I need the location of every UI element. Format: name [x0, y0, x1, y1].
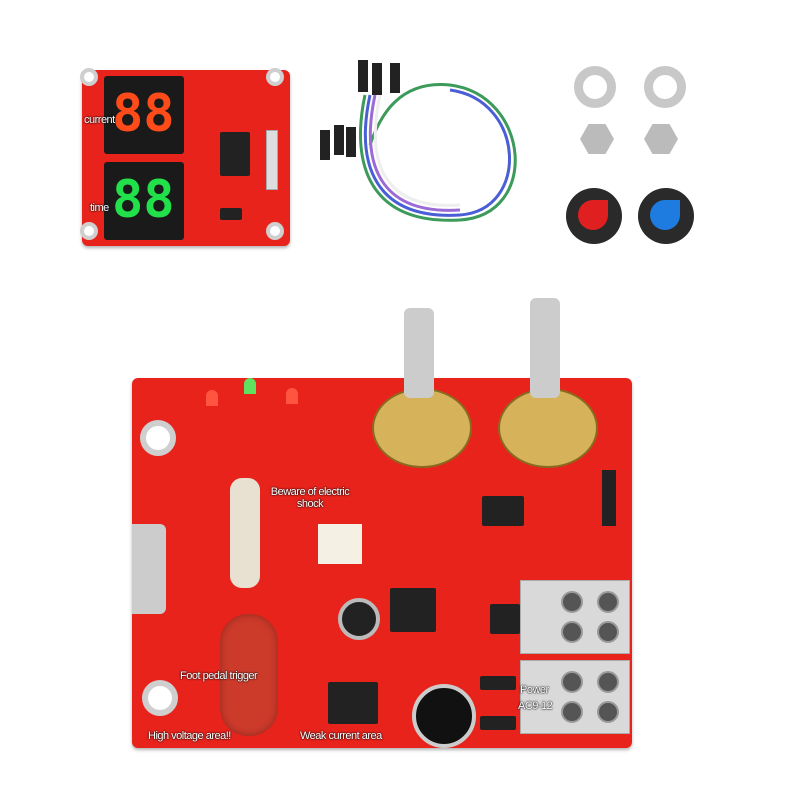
mounting-hole	[140, 420, 176, 456]
mounting-hole	[142, 680, 178, 716]
foot-pedal-label: Foot pedal trigger	[180, 670, 258, 682]
ic-chip	[482, 496, 524, 526]
led-red	[286, 388, 298, 404]
main-board: Beware of electric shock Foot pedal trig…	[132, 298, 632, 748]
potentiometer-time	[498, 388, 598, 468]
capacitor	[412, 684, 476, 748]
transistor	[490, 604, 520, 634]
display-board: 88 88 current time	[80, 68, 290, 246]
heatsink	[132, 524, 166, 614]
washer	[644, 66, 686, 108]
resistor	[230, 478, 260, 588]
diode	[480, 716, 516, 730]
ic-chip	[220, 132, 250, 176]
pin-header[interactable]	[602, 470, 616, 526]
pot-shaft	[404, 308, 434, 398]
pot-shaft	[530, 298, 560, 398]
optocoupler	[318, 524, 362, 564]
led-green	[244, 378, 256, 394]
time-label: time	[90, 202, 109, 214]
diode	[480, 676, 516, 690]
current-label: current	[84, 114, 115, 126]
time-display: 88	[104, 162, 184, 240]
ic-chip	[390, 588, 436, 632]
regulator	[328, 682, 378, 724]
varistor	[220, 614, 278, 736]
blue-knob	[638, 188, 694, 244]
terminal-block-power[interactable]	[520, 660, 630, 734]
hex-nut	[580, 124, 614, 154]
header-connector	[266, 130, 278, 190]
weak-current-label: Weak current area	[300, 730, 382, 742]
jumper-cable	[320, 60, 517, 222]
beware-label: Beware of electric shock	[270, 486, 350, 510]
led-red	[206, 390, 218, 406]
red-knob	[566, 188, 622, 244]
terminal-block-trigger[interactable]	[520, 580, 630, 654]
current-digits: 88	[112, 84, 175, 144]
power-label: Power	[520, 684, 549, 696]
power-spec-label: AC9-12	[518, 700, 553, 712]
current-display: 88	[104, 76, 184, 154]
potentiometer-current	[372, 388, 472, 468]
diode	[220, 208, 242, 220]
hex-nut	[644, 124, 678, 154]
time-digits: 88	[112, 170, 175, 230]
washer	[574, 66, 616, 108]
high-voltage-label: High voltage area!!	[148, 730, 231, 742]
capacitor	[338, 598, 380, 640]
